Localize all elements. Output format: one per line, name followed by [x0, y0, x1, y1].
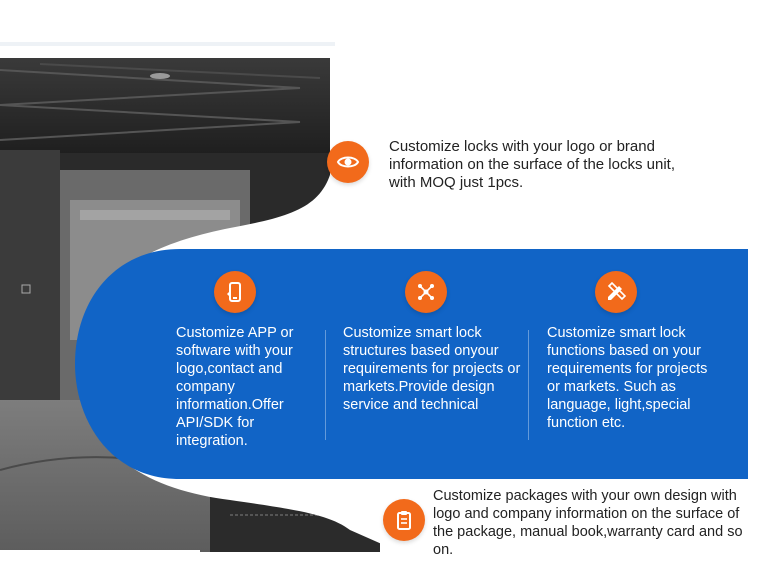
clipboard-icon: [397, 511, 411, 530]
eye-icon: [336, 156, 360, 168]
divider-2: [528, 330, 529, 440]
pencil-ruler-icon: [607, 281, 627, 301]
structure-feature-text: Customize smart lock structures based on…: [343, 325, 521, 413]
logo-feature-icon: [327, 141, 369, 183]
app-feature-icon: [214, 271, 256, 313]
package-feature-text: Customize packages with your own design …: [433, 488, 743, 558]
functions-feature-text: Customize smart lock functions based on …: [547, 325, 708, 431]
smartphone-icon: [227, 282, 241, 302]
functions-feature-icon: [595, 271, 637, 313]
structure-feature-icon: [405, 271, 447, 313]
logo-feature-text: Customize locks with your logo or brand …: [389, 138, 675, 191]
network-icon: [418, 284, 434, 300]
divider-1: [325, 330, 326, 440]
package-feature-icon: [383, 499, 425, 541]
app-feature-text: Customize APP or software with your logo…: [176, 325, 294, 449]
